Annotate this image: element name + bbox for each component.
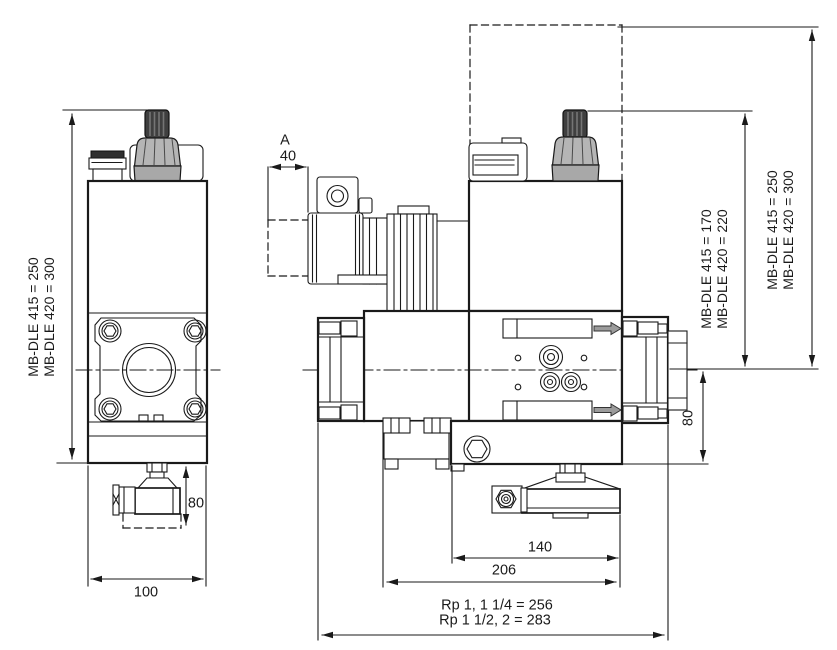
outlet-flange bbox=[620, 315, 688, 425]
connection-size-label-line2: Rp 1 1/2, 2 = 283 bbox=[439, 612, 551, 629]
front-offset-dimension bbox=[621, 371, 709, 465]
inlet-flange bbox=[316, 316, 366, 423]
gas-flow-arrow-top bbox=[593, 321, 622, 336]
side-flange-bolts bbox=[98, 319, 207, 421]
regulator-width-label: 140 bbox=[527, 539, 553, 556]
body-width-label: 206 bbox=[491, 562, 517, 579]
front-outer-height-dimension bbox=[617, 26, 819, 370]
front-width-dimensions bbox=[317, 422, 669, 641]
front-offset-label: 80 bbox=[680, 409, 697, 427]
side-width-dimension bbox=[87, 465, 207, 587]
front-clearance-dimension bbox=[267, 163, 309, 220]
side-pressure-tap-cap bbox=[88, 150, 127, 182]
solenoid-coil bbox=[307, 176, 389, 285]
pressure-test-points bbox=[514, 344, 588, 393]
mounting-foot bbox=[382, 417, 452, 470]
front-inner-height-dimension bbox=[587, 110, 753, 367]
front-adjustment-knob bbox=[551, 109, 600, 182]
clearance-letter-label: A bbox=[280, 132, 290, 149]
side-height-dimension bbox=[56, 109, 159, 464]
front-outer-height-label: MB-DLE 415 = 250 MB-DLE 420 = 300 bbox=[764, 170, 796, 290]
coil-removal-outline bbox=[267, 219, 310, 277]
front-view-body bbox=[362, 179, 624, 423]
clearance-dim-label: 40 bbox=[279, 148, 297, 165]
side-width-label: 100 bbox=[133, 584, 159, 601]
bottom-housing-bar bbox=[449, 419, 669, 472]
side-offset-label: 80 bbox=[187, 495, 205, 512]
armature-fins bbox=[386, 205, 470, 312]
connection-size-label-line1: Rp 1, 1 1/4 = 256 bbox=[441, 597, 553, 614]
side-bottom-solenoid bbox=[112, 462, 181, 516]
electrical-connector bbox=[468, 137, 528, 182]
gas-flow-arrow-bottom bbox=[593, 403, 622, 417]
side-height-label: MB-DLE 415 = 250 MB-DLE 420 = 300 bbox=[25, 257, 57, 377]
front-inner-height-label: MB-DLE 415 = 170 MB-DLE 420 = 220 bbox=[698, 209, 730, 329]
pressure-regulator bbox=[491, 463, 621, 519]
side-adjustment-knob bbox=[129, 109, 204, 182]
side-solenoid-removal-outline bbox=[122, 513, 182, 529]
sight-slots bbox=[502, 318, 593, 421]
